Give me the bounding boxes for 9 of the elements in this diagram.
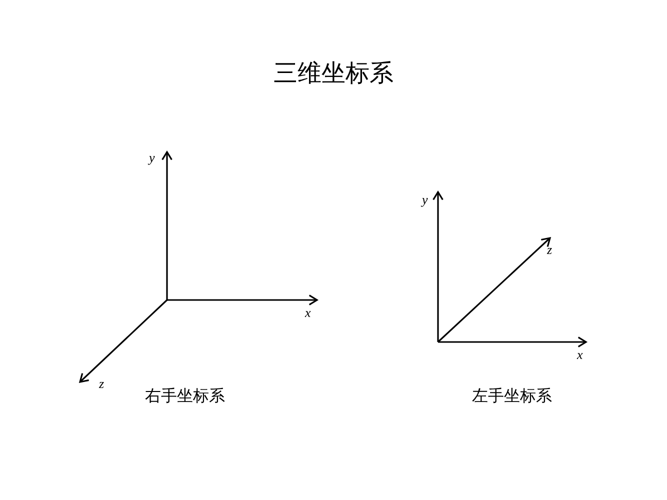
axis-label: x — [305, 306, 311, 319]
caption: 左手坐标系 — [472, 389, 552, 405]
axis-label: y — [149, 151, 155, 164]
axis-label: z — [99, 377, 104, 390]
title: 三维坐标系 — [272, 62, 394, 86]
axis-label: y — [422, 193, 428, 206]
caption: 右手坐标系 — [145, 389, 225, 405]
axis-label: z — [547, 243, 552, 256]
axis-label: x — [577, 348, 583, 361]
